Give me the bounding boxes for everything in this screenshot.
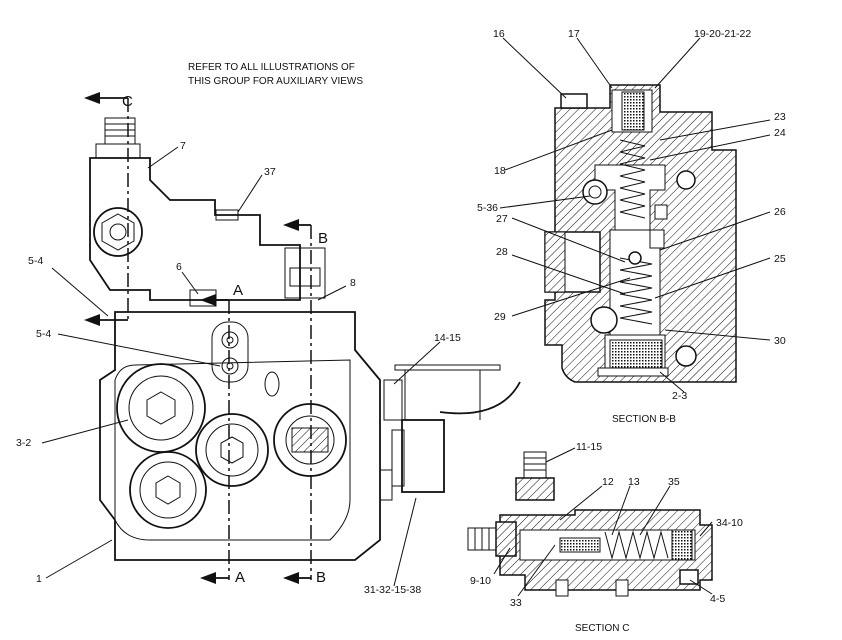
callout-37: 37 [264,166,276,178]
section-c-view [467,451,713,597]
note-line-1: REFER TO ALL ILLUSTRATIONS OF [188,62,355,73]
callout-12: 12 [602,476,614,488]
leader-lines-section-bb [499,37,771,393]
callout-27: 27 [496,213,508,225]
callout-23: 23 [774,111,786,123]
callout-11-15: 11-15 [576,441,602,453]
section-cut-lines [84,92,312,584]
callout-25: 25 [774,253,786,265]
section-marker-b-top: B [318,230,328,247]
callout-8: 8 [350,277,356,289]
callout-31-32-15-38: 31-32-15-38 [364,584,421,596]
callout-7: 7 [180,140,186,152]
callout-14-15: 14-15 [434,332,461,344]
caption-section-bb: SECTION B-B [612,414,676,425]
callout-13: 13 [628,476,640,488]
callout-16: 16 [493,28,505,40]
leader-lines-left [41,146,441,587]
callout-9-10: 9-10 [470,575,491,587]
callout-17: 17 [568,28,580,40]
callout-6: 6 [176,261,182,273]
callout-35: 35 [668,476,680,488]
callout-34-10: 34-10 [716,517,743,529]
callout-18: 18 [494,165,506,177]
section-marker-a-mid: A [233,282,243,299]
callout-29: 29 [494,311,506,323]
section-marker-c: C [122,93,133,110]
callout-33: 33 [510,597,522,609]
section-marker-b-bottom: B [316,569,326,586]
callout-5-4-upper: 5-4 [28,255,43,267]
callout-26: 26 [774,206,786,218]
callout-19-20-21-22: 19-20-21-22 [694,28,751,40]
callout-5-36: 5-36 [477,202,498,214]
callout-5-4-lower: 5-4 [36,328,51,340]
callout-24: 24 [774,127,786,139]
callout-1: 1 [36,573,42,585]
callout-2-3: 2-3 [672,390,687,402]
leader-lines-section-c [493,447,713,597]
callout-28: 28 [496,246,508,258]
section-marker-a-bottom: A [235,569,245,586]
note-line-2: THIS GROUP FOR AUXILIARY VIEWS [188,76,363,87]
valve-assembly-main [89,117,521,561]
caption-section-c: SECTION C [575,623,629,634]
section-bb-view [544,84,737,383]
callout-30: 30 [774,335,786,347]
callout-4-5: 4-5 [710,593,725,605]
callout-3-2: 3-2 [16,437,31,449]
